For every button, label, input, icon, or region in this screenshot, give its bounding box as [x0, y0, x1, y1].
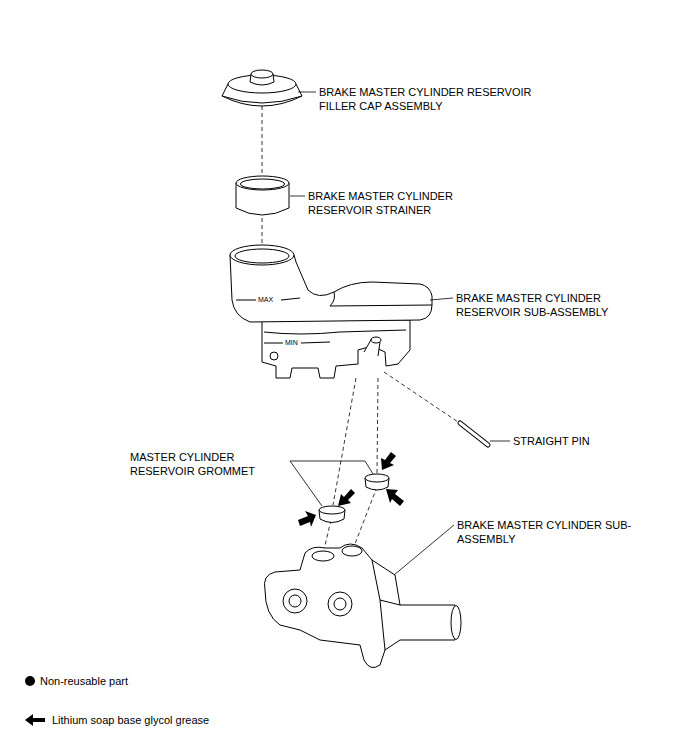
part-label: BRAKE MASTER CYLINDER RESERVOIR SUB-ASSE…	[456, 291, 631, 319]
grease-arrow	[298, 511, 316, 527]
legend-symbol	[25, 676, 35, 686]
leader-line	[290, 196, 305, 197]
master-cylinder	[264, 544, 457, 668]
straight-pin	[460, 423, 488, 445]
part-label: BRAKE MASTER CYLINDER RESERVOIR STRAINER	[308, 189, 483, 217]
grease-arrow	[381, 452, 396, 470]
reservoir	[230, 245, 294, 265]
straight-pin	[460, 423, 488, 445]
grommet	[319, 506, 345, 514]
filler-cap	[251, 70, 273, 78]
leader-line	[290, 461, 373, 506]
reservoir-strainer	[241, 179, 285, 189]
grease-arrow	[298, 452, 404, 527]
master-cylinder	[264, 544, 461, 668]
assembly-line	[353, 487, 377, 549]
reservoir	[371, 337, 381, 343]
assembly-line	[262, 106, 458, 554]
part-label: BRAKE MASTER CYLINDER RESERVOIR FILLER C…	[319, 85, 559, 113]
reservoir	[270, 352, 278, 360]
assembly-line	[262, 218, 263, 245]
reservoir	[262, 320, 410, 378]
leader-line	[290, 92, 510, 575]
master-cylinder	[334, 598, 346, 610]
level-mark: MAX	[257, 296, 274, 304]
filler-cap	[250, 71, 274, 85]
reservoir	[230, 245, 432, 378]
level-mark: MIN	[284, 339, 299, 347]
reservoir-strainer	[236, 176, 289, 190]
assembly-line	[377, 378, 378, 474]
reservoir	[235, 249, 289, 263]
master-cylinder	[342, 546, 362, 556]
assembly-line	[262, 106, 263, 176]
grease-arrow	[386, 489, 404, 506]
master-cylinder	[328, 592, 352, 616]
legend-text: Lithium soap base glycol grease	[52, 713, 209, 727]
legend-text: Non-reusable part	[40, 674, 128, 688]
part-label: BRAKE MASTER CYLINDER SUB-ASSEMBLY	[457, 518, 632, 546]
leader-line	[490, 441, 510, 442]
master-cylinder	[289, 595, 301, 607]
master-cylinder	[283, 589, 307, 613]
part-label: STRAIGHT PIN	[513, 434, 633, 448]
grease-arrow	[338, 489, 355, 506]
reservoir-strainer	[236, 176, 289, 215]
filler-cap	[222, 70, 302, 106]
straight-pin	[460, 423, 488, 445]
master-cylinder	[451, 606, 461, 640]
reservoir	[330, 292, 432, 306]
leader-line	[430, 298, 453, 300]
master-cylinder	[312, 551, 334, 561]
assembly-line	[384, 372, 458, 422]
reservoir	[264, 330, 406, 334]
leader-line	[298, 92, 316, 93]
filler-cap	[222, 96, 302, 103]
grommet	[319, 474, 389, 523]
part-label: MASTER CYLINDER RESERVOIR GROMMET	[130, 450, 275, 478]
assembly-line	[333, 378, 356, 505]
grommet	[365, 474, 389, 482]
leader-line	[394, 525, 454, 575]
reservoir	[364, 338, 380, 356]
legend-symbol	[25, 714, 45, 726]
